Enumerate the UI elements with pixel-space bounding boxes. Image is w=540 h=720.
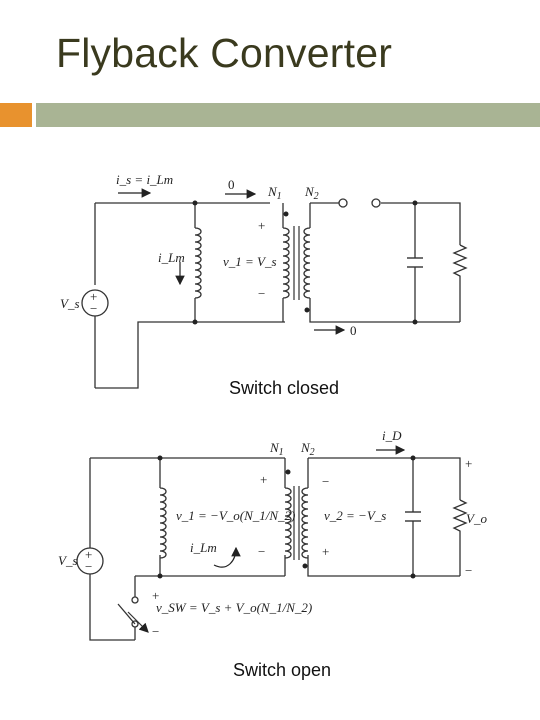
- zero-secondary-label: 0: [350, 323, 357, 338]
- plus-sign: +: [465, 456, 472, 471]
- v1-label: v_1 = −V_o(N_1/N_2): [176, 508, 295, 523]
- n1-label: N1: [269, 440, 284, 458]
- minus-sign: −: [152, 624, 159, 639]
- capacitor-icon: [405, 511, 421, 522]
- vsw-label: v_SW = V_s + V_o(N_1/N_2): [156, 600, 312, 615]
- svg-text:+: +: [90, 289, 97, 304]
- vo-label: V_o: [466, 511, 487, 526]
- voltage-source-icon: [81, 289, 109, 317]
- voltage-source-icon: [76, 547, 104, 575]
- svg-text:−: −: [90, 301, 97, 316]
- secondary-winding-icon: [301, 487, 309, 559]
- plus-sign: +: [152, 588, 159, 603]
- secondary-winding-icon: [303, 227, 311, 299]
- circuit-switch-closed: + − i_s = i_Lm 0 N1 N2 i_Lm: [60, 172, 468, 398]
- n2-label: N2: [304, 184, 319, 202]
- caption-switch-open: Switch open: [233, 660, 331, 680]
- plus-sign: +: [260, 472, 267, 487]
- accent-bar-green: [36, 103, 540, 127]
- accent-bar-orange: [0, 103, 32, 127]
- plus-sign: +: [322, 544, 329, 559]
- resistor-icon: [452, 499, 468, 535]
- resistor-icon: [452, 244, 468, 280]
- v2-label: v_2 = −V_s: [324, 508, 386, 523]
- switch-contact-icon: [371, 198, 381, 208]
- caption-switch-closed: Switch closed: [229, 378, 339, 398]
- open-switch-icon: [117, 596, 149, 633]
- plus-sign: +: [258, 218, 265, 233]
- is-label: i_s = i_Lm: [116, 172, 173, 187]
- minus-sign: −: [322, 474, 329, 489]
- magnetizing-inductor-icon: [194, 227, 202, 299]
- primary-winding-icon: [284, 487, 292, 559]
- n1-label: N1: [267, 184, 282, 202]
- switch-contact-icon: [338, 198, 348, 208]
- magnetizing-inductor-icon: [159, 487, 167, 559]
- zero-primary-label: 0: [228, 177, 235, 192]
- n2-label: N2: [300, 440, 315, 458]
- ilm-label: i_Lm: [158, 250, 185, 265]
- vs-label: V_s: [60, 296, 80, 311]
- svg-text:+: +: [85, 547, 92, 562]
- minus-sign: −: [465, 563, 472, 578]
- capacitor-icon: [407, 257, 423, 268]
- v1-label: v_1 = V_s: [223, 254, 277, 269]
- id-label: i_D: [382, 428, 402, 443]
- primary-winding-icon: [282, 227, 290, 299]
- minus-sign: −: [258, 286, 265, 301]
- circuit-switch-open: + − N1 N2 i_D v_1 = −V_o(N_1/N_2) v_2 = …: [58, 428, 487, 680]
- vs-label: V_s: [58, 553, 78, 568]
- slide-title: Flyback Converter: [56, 30, 393, 76]
- minus-sign: −: [258, 544, 265, 559]
- ilm-label: i_Lm: [190, 540, 217, 555]
- svg-text:−: −: [85, 559, 92, 574]
